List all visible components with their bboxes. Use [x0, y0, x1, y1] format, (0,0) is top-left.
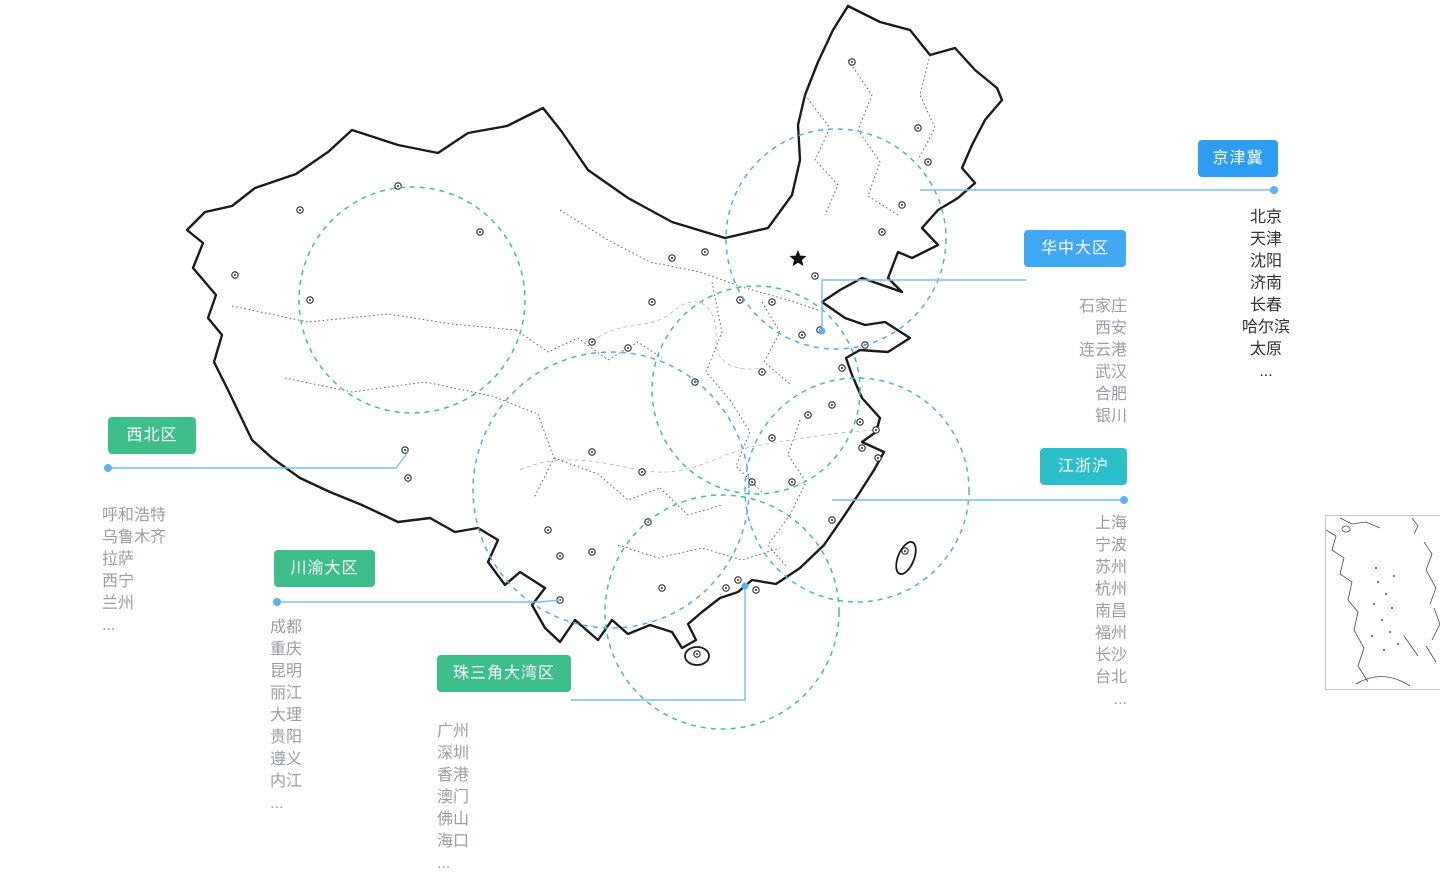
leader-line-xibei — [108, 451, 409, 469]
beijing-star-icon — [789, 250, 807, 266]
city-list-more: ... — [437, 855, 451, 872]
leader-lines — [104, 186, 1278, 701]
coverage-circle-huazhong — [651, 285, 861, 495]
city-item: 昆明 — [270, 663, 303, 680]
rivers — [519, 301, 875, 473]
city-item: 长春 — [1249, 297, 1282, 314]
city-list-xibei: 呼和浩特 乌鲁木齐 拉萨 西宁 兰州 ... — [102, 505, 166, 637]
city-item: 广州 — [437, 723, 470, 740]
city-item: 济南 — [1249, 275, 1282, 292]
city-list-chuanyu: 成都 重庆 昆明 丽江 大理 贵阳 遵义 内江 ... — [270, 617, 302, 815]
leader-line-chuanyu — [277, 599, 561, 603]
city-item: 香港 — [437, 767, 470, 784]
city-item: 西安 — [1094, 320, 1127, 337]
south-china-sea-inset-map — [1325, 515, 1440, 690]
city-item: 深圳 — [437, 745, 470, 762]
province-borders — [231, 54, 936, 567]
city-list-jiangzhehu: 上海 宁波 苏州 杭州 南昌 福州 长沙 台北 ... — [1027, 513, 1127, 711]
city-item: 贵阳 — [270, 729, 303, 746]
city-list-more: ... — [1259, 363, 1273, 380]
coverage-circle-xibei — [298, 186, 526, 414]
city-list-more: ... — [270, 795, 284, 812]
region-badge-jiangzhehu[interactable]: 江浙沪 — [1040, 448, 1127, 485]
city-item: 银川 — [1094, 408, 1127, 425]
coverage-circles — [298, 128, 970, 730]
inset-islands — [1371, 567, 1399, 651]
city-list-more: ... — [102, 617, 116, 634]
city-item: 南昌 — [1094, 603, 1127, 620]
city-item: 天津 — [1249, 231, 1282, 248]
city-list-jingjinji: 北京 天津 沈阳 济南 长春 哈尔滨 太原 ... — [1214, 207, 1318, 383]
city-item: 北京 — [1249, 209, 1282, 226]
city-item: 杭州 — [1094, 581, 1127, 598]
city-list-dawanqu: 广州 深圳 香港 澳门 佛山 海口 ... — [437, 721, 469, 875]
coverage-circle-dawanqu — [604, 494, 840, 730]
city-item: 石家庄 — [1078, 298, 1127, 315]
city-item: 乌鲁木齐 — [102, 529, 167, 546]
city-item: 长沙 — [1094, 647, 1127, 664]
coverage-circle-jiangzhehu — [744, 377, 970, 603]
coverage-circle-jingjinji — [725, 128, 947, 350]
city-item: 重庆 — [270, 641, 303, 658]
city-item: 佛山 — [437, 811, 470, 828]
city-item: 呼和浩特 — [102, 507, 167, 524]
city-item: 上海 — [1094, 515, 1127, 532]
city-item: 大理 — [270, 707, 303, 724]
leader-line-huazhong — [821, 279, 1026, 330]
city-item: 福州 — [1094, 625, 1127, 642]
city-item: 西宁 — [102, 573, 135, 590]
city-item: 拉萨 — [102, 551, 135, 568]
region-badge-xibei[interactable]: 西北区 — [108, 417, 196, 454]
city-item: 苏州 — [1094, 559, 1127, 576]
city-item: 海口 — [437, 833, 470, 850]
leader-line-dawanqu — [571, 586, 746, 701]
city-item: 哈尔滨 — [1241, 319, 1290, 336]
city-item: 丽江 — [270, 685, 303, 702]
city-item: 遵义 — [270, 751, 303, 768]
coverage-circle-chuanyu — [472, 351, 750, 629]
region-badge-huazhong[interactable]: 华中大区 — [1024, 230, 1126, 267]
region-badge-jingjinji[interactable]: 京津冀 — [1198, 140, 1278, 177]
city-item: 兰州 — [102, 595, 135, 612]
city-item: 宁波 — [1094, 537, 1127, 554]
city-item: 武汉 — [1094, 364, 1127, 381]
inset-map-svg — [1325, 517, 1440, 687]
region-badge-chuanyu[interactable]: 川渝大区 — [274, 550, 375, 587]
city-item: 台北 — [1094, 669, 1127, 686]
region-badge-dawanqu[interactable]: 珠三角大湾区 — [437, 655, 571, 692]
city-item: 连云港 — [1078, 342, 1127, 359]
city-item: 内江 — [270, 773, 303, 790]
city-item: 合肥 — [1094, 386, 1127, 403]
city-item: 澳门 — [437, 789, 470, 806]
city-list-more: ... — [1113, 691, 1127, 708]
city-item: 沈阳 — [1249, 253, 1282, 270]
city-item: 成都 — [270, 619, 303, 636]
city-list-huazhong: 石家庄 西安 连云港 武汉 合肥 银川 — [1027, 296, 1127, 428]
taiwan-island — [895, 541, 917, 575]
city-item: 太原 — [1249, 341, 1282, 358]
